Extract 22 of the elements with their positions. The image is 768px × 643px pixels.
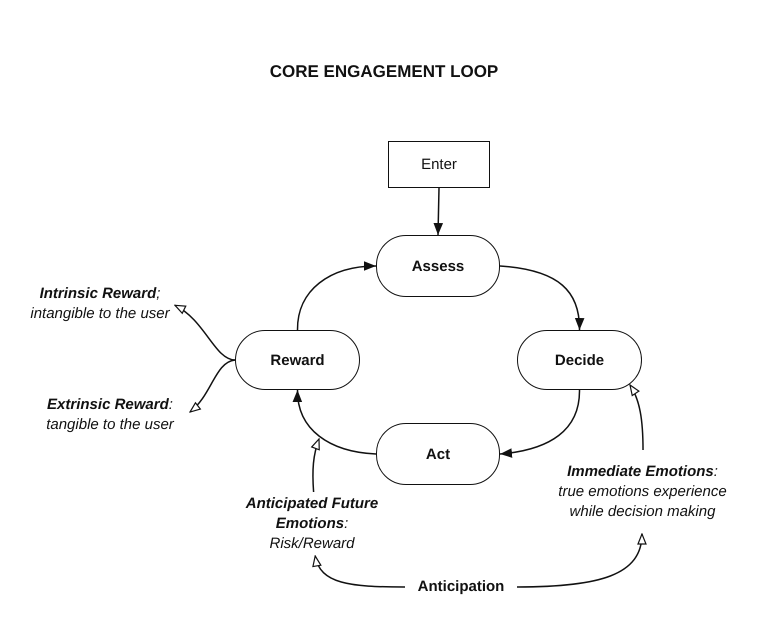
arrow	[500, 265, 584, 330]
process-pill: Act	[376, 423, 500, 485]
arrow	[296, 262, 376, 330]
arrow	[629, 384, 644, 450]
arrow	[293, 390, 376, 455]
process-pill: Assess	[376, 235, 500, 297]
diagram-title: CORE ENGAGEMENT LOOP	[268, 62, 500, 82]
arrow	[189, 359, 236, 413]
annotation-text: Extrinsic Reward: tangible to the user	[30, 394, 190, 436]
leader-arrow	[311, 438, 320, 492]
arrow	[313, 555, 405, 588]
annotation-text: Anticipated Future Emotions: Risk/Reward	[232, 492, 392, 556]
arrow	[174, 304, 236, 361]
arrow	[433, 188, 444, 236]
arrow	[500, 390, 580, 458]
annotation-label: Anticipation	[405, 574, 517, 598]
annotation-text: Intrinsic Reward; intangible to the user	[25, 272, 175, 336]
process-box: Enter	[388, 141, 490, 188]
process-pill: Reward	[235, 330, 360, 390]
arrow	[517, 533, 646, 588]
process-pill: Decide	[517, 330, 642, 390]
annotation-text: Immediate Emotions: true emotions experience while decision making	[555, 450, 730, 534]
